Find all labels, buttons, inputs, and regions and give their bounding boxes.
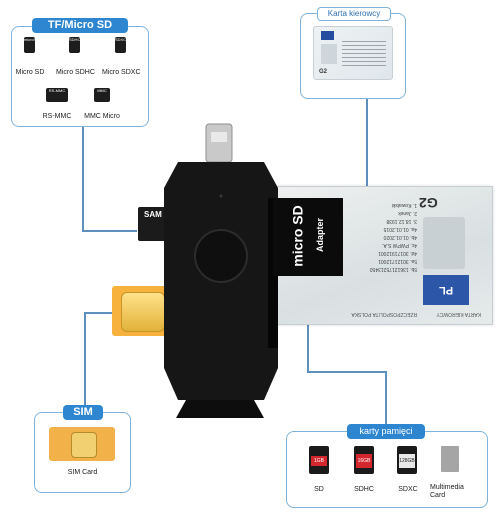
big-card-code: G2 — [419, 195, 438, 211]
memory-panel-title: karty pamięci — [347, 424, 425, 439]
main-button — [194, 229, 248, 283]
driver-card-thumbnail: G2 — [313, 26, 393, 80]
wire-memory-v2 — [385, 371, 387, 431]
rs-mmc-card-image: RS-MMC — [46, 88, 68, 102]
big-card-eu-badge: PL — [423, 275, 469, 305]
big-card-photo — [423, 217, 465, 269]
multimedia-card-image — [441, 446, 459, 472]
sdhc-card-band: 16GB — [356, 454, 372, 468]
sim-card-label: SIM Card — [67, 469, 98, 476]
micro-sdhc-card-image: SDHC — [69, 37, 80, 53]
tf-card-panel: TF/Micro SD /MMC microSD Micro SD SDHC M… — [11, 18, 149, 127]
driver-photo — [321, 44, 337, 64]
micro-sdxc-card-image: SDXC — [115, 37, 126, 53]
sd-label: SD — [314, 486, 324, 493]
sdhc-card-image: 16GB — [354, 446, 374, 474]
micro-sdxc-label: Micro SDXC — [102, 69, 141, 76]
wire-memory-h — [307, 371, 386, 373]
micro-sd-adapter: micro SD Adapter — [273, 198, 343, 276]
inserted-sim-card — [112, 286, 170, 336]
sim-card-image — [49, 427, 115, 461]
wire-tf — [82, 126, 84, 231]
micro-usb-connector — [205, 123, 233, 163]
card-reader-device — [164, 123, 278, 418]
adapter-slot-text: micro SD — [289, 205, 306, 267]
driver-card-text-lines — [342, 41, 386, 67]
tf-panel-title: TF/Micro SD /MMC — [32, 18, 128, 46]
rs-mmc-label: RS-MMC — [42, 113, 72, 120]
multimedia-card-label: Multimedia Card — [430, 484, 464, 499]
wire-sim-v — [84, 312, 86, 412]
sdhc-label: SDHC — [354, 486, 374, 493]
mmc-micro-label: MMC Micro — [84, 113, 120, 120]
driver-card-code: G2 — [319, 69, 328, 75]
memory-cards-panel: karty pamięci 1GB SD 16GB SDHC 128GB SDX… — [286, 424, 488, 508]
adapter-subtext: Adapter — [315, 217, 326, 253]
micro-sd-card-image: microSD — [24, 37, 39, 53]
sdxc-card-image: 128GB — [397, 446, 417, 474]
mmc-micro-card-image: MMC — [94, 88, 110, 102]
wire-sim-h — [84, 312, 124, 314]
sim-card-chip — [71, 432, 97, 458]
wire-driver — [366, 98, 368, 186]
driver-card-panel: Karta kierowcy G2 — [300, 7, 406, 99]
big-card-footer: KARTA KIEROWCY RZECZPOSPOLITA POLSKA — [351, 311, 481, 317]
sim-card-panel: SIM SIM Card — [34, 405, 131, 493]
micro-sd-label: Micro SD — [15, 69, 45, 76]
eu-flag-icon — [321, 31, 334, 40]
sim-panel-title: SIM — [63, 405, 103, 420]
sdxc-label: SDXC — [398, 486, 418, 493]
sdxc-card-band: 128GB — [399, 454, 415, 468]
sim-chip-contacts — [121, 292, 165, 332]
sd-card-image: 1GB — [309, 446, 329, 474]
big-card-lines: 5b. 13612175213450 5a. 30121712001 4d. 3… — [369, 202, 417, 272]
driver-panel-title: Karta kierowcy — [317, 7, 391, 21]
sd-card-band: 1GB — [311, 456, 327, 466]
micro-sdhc-label: Micro SDHC — [56, 69, 95, 76]
wire-tf-h — [82, 230, 137, 232]
